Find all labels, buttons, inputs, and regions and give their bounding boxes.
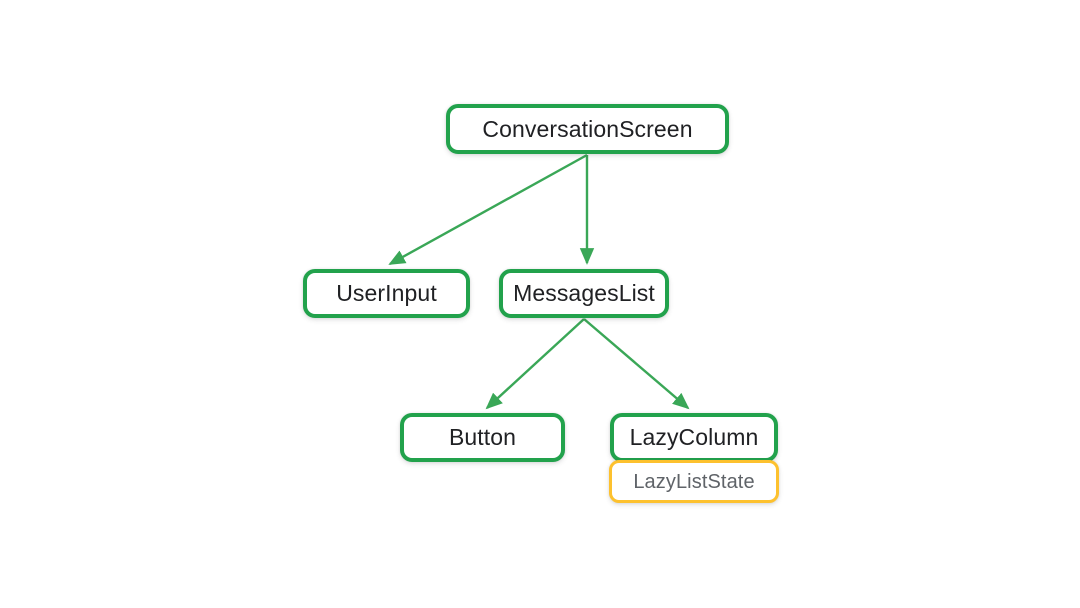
node-conversationscreen[interactable]: ConversationScreen (446, 104, 729, 154)
node-label: LazyColumn (629, 424, 759, 450)
node-lazycolumn[interactable]: LazyColumn (610, 413, 778, 462)
node-label: LazyListState (633, 470, 755, 493)
node-button[interactable]: Button (400, 413, 565, 462)
node-label: Button (448, 424, 517, 450)
node-lazyliststate[interactable]: LazyListState (609, 460, 779, 503)
node-label: UserInput (336, 280, 437, 306)
node-messageslist[interactable]: MessagesList (499, 269, 669, 318)
node-userinput[interactable]: UserInput (303, 269, 470, 318)
edge-messageslist-to-lazycolumn (583, 318, 690, 410)
node-label: MessagesList (513, 280, 655, 306)
edge-conversationscreen-to-userinput (388, 153, 588, 266)
node-label: ConversationScreen (482, 115, 693, 142)
edge-messageslist-to-button (485, 318, 585, 410)
